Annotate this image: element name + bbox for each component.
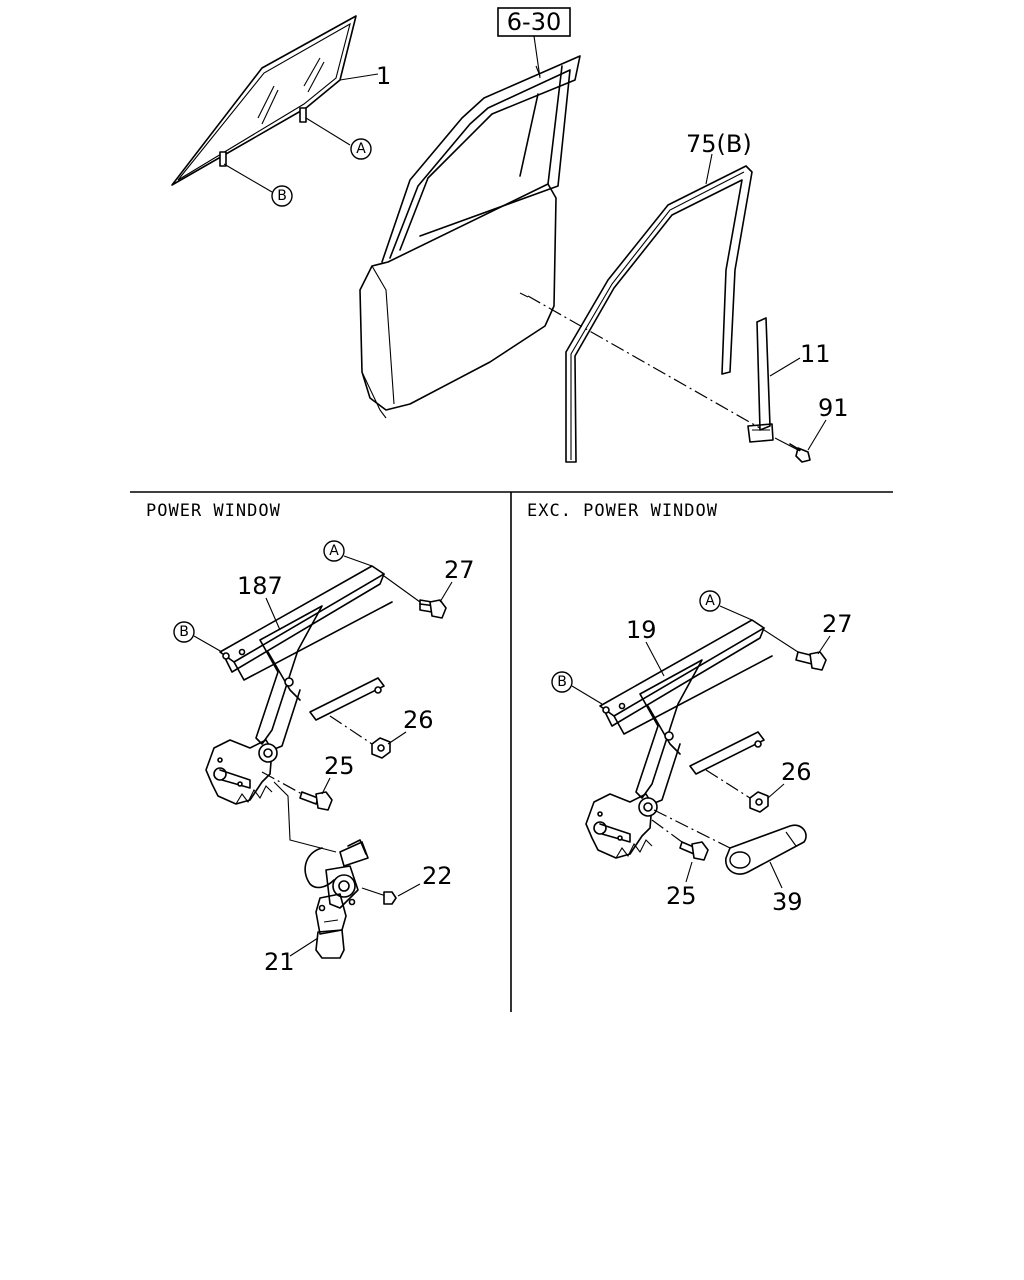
nut-26-manual — [749, 791, 769, 813]
window-crank-handle — [725, 824, 807, 875]
screw-91 — [774, 437, 811, 463]
svg-text:A: A — [356, 141, 366, 157]
window-regulator-manual — [585, 619, 773, 859]
motor-wiring-harness — [273, 781, 369, 889]
label-bolt-25-power: 25 — [324, 752, 355, 780]
bolt-27-power — [419, 599, 447, 619]
svg-text:B: B — [277, 188, 287, 204]
bolt-25-manual — [679, 841, 709, 861]
circle-ref-glass-a: A — [350, 138, 372, 160]
svg-text:A: A — [705, 593, 715, 609]
window-motor — [315, 865, 359, 959]
label-run-channel: 75(B) — [686, 130, 752, 158]
bolt-27-manual — [795, 651, 827, 671]
label-guide: 11 — [800, 340, 831, 368]
label-bolt-27-power: 27 — [444, 556, 475, 584]
section-title-exc-power-window: EXC. POWER WINDOW — [527, 501, 718, 521]
label-bolt-27-manual: 27 — [822, 610, 853, 638]
ref-box-label: 6-30 — [507, 8, 561, 36]
svg-text:B: B — [557, 674, 567, 690]
label-glass: 1 — [376, 62, 391, 90]
circle-ref-power-a: A — [323, 540, 345, 562]
circle-ref-manual-b: B — [551, 671, 573, 693]
label-bolt-25-manual: 25 — [666, 882, 697, 910]
label-regulator-power: 187 — [237, 572, 283, 600]
glass-guide — [747, 317, 774, 443]
label-handle: 39 — [772, 888, 803, 916]
label-nut-26-power: 26 — [403, 706, 434, 734]
label-regulator-manual: 19 — [626, 616, 657, 644]
circle-ref-glass-b: B — [271, 185, 293, 207]
nut-26-power — [371, 737, 391, 759]
label-screw-22: 22 — [422, 862, 453, 890]
label-screw: 91 — [818, 394, 849, 422]
window-regulator-power — [205, 565, 393, 805]
bolt-25-power — [299, 791, 333, 811]
glass-run-channel — [565, 165, 753, 463]
callout-ref-box: 6-30 — [497, 7, 571, 79]
label-motor: 21 — [264, 948, 295, 976]
svg-text:B: B — [179, 624, 189, 640]
door-panel — [359, 55, 581, 419]
label-nut-26-manual: 26 — [781, 758, 812, 786]
circle-ref-power-b: B — [173, 621, 195, 643]
section-title-power-window: POWER WINDOW — [146, 501, 281, 521]
svg-text:A: A — [329, 543, 339, 559]
circle-ref-manual-a: A — [699, 590, 721, 612]
door-glass — [171, 15, 357, 186]
screw-22 — [361, 887, 397, 905]
